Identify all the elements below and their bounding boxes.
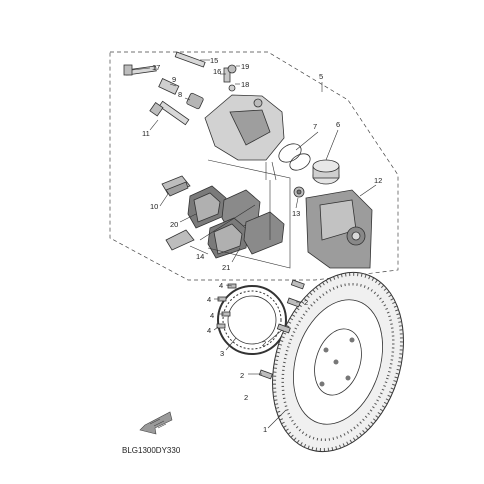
sleeve-9[interactable] (158, 78, 180, 95)
callout-4: 4 (207, 295, 211, 304)
disc-bolt-2b[interactable] (276, 323, 291, 334)
callout-4: 4 (219, 281, 223, 290)
washer-18[interactable] (228, 84, 236, 92)
diagram-code: BLG1300DY330 (122, 446, 181, 455)
callout-19: 19 (241, 62, 249, 71)
callout-1: 1 (263, 425, 267, 434)
callout-5: 5 (319, 72, 323, 81)
callout-6: 6 (336, 120, 340, 129)
cap-19[interactable] (227, 64, 237, 74)
callout-2: 2 (304, 298, 308, 307)
callout-14: 14 (196, 252, 204, 261)
callout-labels: 1 2 2 2 2 3 4 4 4 4 5 6 7 8 9 10 11 12 1… (142, 56, 382, 434)
bleed-valve-13[interactable] (293, 186, 305, 198)
piston-6[interactable] (312, 159, 340, 185)
callout-3: 3 (220, 349, 224, 358)
disc-bolt-2d[interactable] (290, 279, 305, 290)
callout-20: 20 (170, 220, 178, 229)
brake-pad-20[interactable] (187, 185, 227, 229)
bleed-screw-16[interactable] (223, 67, 231, 83)
disc-bolt-2a[interactable] (286, 297, 301, 308)
callout-11: 11 (142, 129, 150, 138)
callout-13: 13 (292, 209, 300, 218)
callout-2: 2 (262, 339, 266, 348)
pad-group-outline (207, 159, 291, 269)
callout-21: 21 (222, 263, 230, 272)
callout-15: 15 (210, 56, 218, 65)
caliper-body[interactable] (204, 94, 285, 161)
brake-pad-21[interactable] (207, 217, 249, 259)
callout-8: 8 (178, 90, 182, 99)
sensor-bolt-4d[interactable] (216, 323, 226, 329)
callout-12: 12 (374, 176, 382, 185)
callout-18: 18 (241, 80, 249, 89)
callout-10: 10 (150, 202, 158, 211)
boot-8[interactable] (186, 92, 204, 110)
pad-spring-10[interactable] (161, 175, 191, 197)
sensor-rotor-3[interactable] (217, 285, 287, 355)
brake-disc-1[interactable] (251, 255, 426, 468)
disc-bolt-2c[interactable] (258, 369, 273, 380)
callout-17: 17 (152, 63, 160, 72)
callout-4: 4 (210, 311, 214, 320)
leader-lines (131, 59, 377, 429)
callout-16: 16 (213, 67, 221, 76)
pad-spring-lower[interactable] (165, 229, 195, 251)
caliper-assembly-boundary (109, 51, 399, 281)
callout-2: 2 (240, 371, 244, 380)
seals-7[interactable] (276, 140, 313, 173)
callout-7: 7 (313, 122, 317, 131)
bolt-11[interactable] (149, 100, 190, 126)
callout-4: 4 (207, 326, 211, 335)
caliper-bracket-12[interactable] (305, 189, 373, 269)
callout-9: 9 (172, 75, 176, 84)
callout-2: 2 (244, 393, 248, 402)
front-direction-arrow-icon (139, 411, 173, 435)
pin-15[interactable] (174, 51, 206, 68)
